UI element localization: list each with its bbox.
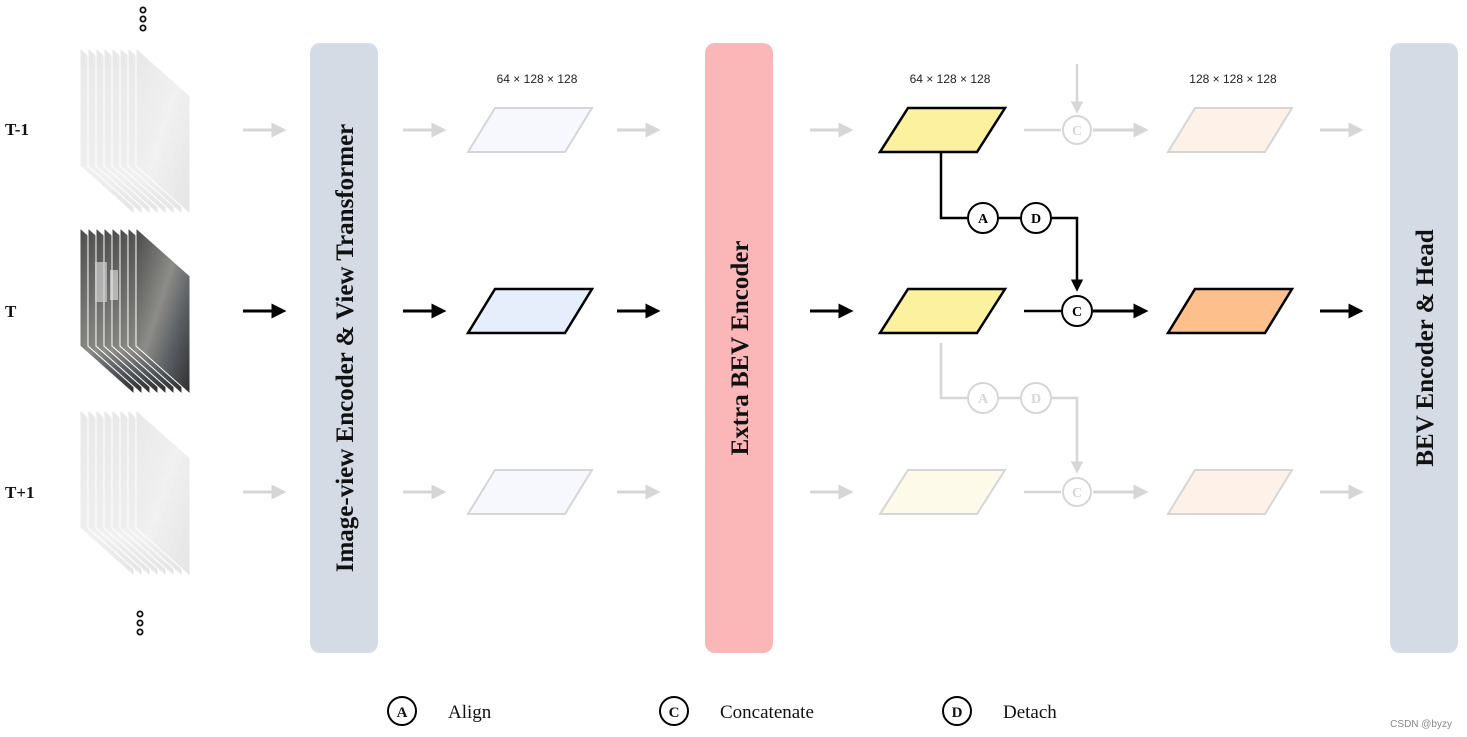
feature-map-t-extra xyxy=(877,287,1008,335)
dim-label-encoder-out: 64 × 128 × 128 xyxy=(497,72,578,86)
legend-align-icon xyxy=(387,696,417,726)
legend-detach: D Detach xyxy=(942,696,1057,726)
extra-bev-encoder-block xyxy=(705,43,773,653)
top-ellipsis-icon xyxy=(139,6,147,32)
detach-op-top-letter: D xyxy=(1031,212,1041,227)
feature-map-t-plus-1-extra xyxy=(878,469,1007,515)
legend-align-letter: A xyxy=(397,705,408,721)
row-t-minus-1-flow xyxy=(243,64,1364,153)
legend-concatenate-label: Concatenate xyxy=(720,702,814,723)
align-detach-path-from-t-minus-1 xyxy=(939,152,1084,292)
align-op-top: A xyxy=(967,202,999,234)
row-label-t: T xyxy=(5,302,17,321)
align-op-bottom: A xyxy=(967,382,999,414)
feature-map-t-plus-1-concat xyxy=(1166,469,1294,515)
bottom-ellipsis-icon xyxy=(136,610,144,636)
detach-op-bottom-letter: D xyxy=(1031,392,1041,407)
row-t-flow xyxy=(243,287,1364,335)
dim-label-extra-out: 64 × 128 × 128 xyxy=(910,72,991,86)
concat-op-t-plus-1: C xyxy=(1062,477,1092,507)
align-op-top-letter: A xyxy=(978,212,989,227)
feature-map-t-minus-1-encoder xyxy=(466,107,594,153)
camera-stack-t-plus-1 xyxy=(79,408,191,578)
legend-concatenate-letter: C xyxy=(669,705,680,721)
legend: A Align C Concatenate D Detach xyxy=(387,696,1057,726)
concat-op-t-minus-1-letter: C xyxy=(1072,124,1082,139)
feature-map-t-plus-1-encoder xyxy=(466,469,594,515)
row-t-plus-1-flow xyxy=(243,469,1364,515)
encoder-block xyxy=(310,43,378,653)
concat-op-t-plus-1-letter: C xyxy=(1072,486,1082,501)
legend-align: A Align xyxy=(387,696,492,726)
bev-head-label: BEV Encoder & Head xyxy=(1412,229,1439,466)
legend-align-label: Align xyxy=(448,702,492,723)
extra-bev-encoder-label: Extra BEV Encoder xyxy=(727,241,754,456)
bev-head-block xyxy=(1390,43,1458,653)
concat-op-t-minus-1: C xyxy=(1062,115,1092,145)
legend-concatenate-icon xyxy=(659,696,689,726)
dim-label-concat-out: 128 × 128 × 128 xyxy=(1189,72,1277,86)
encoder-block-label: Image-view Encoder & View Transformer xyxy=(332,124,359,573)
align-detach-path-to-t-plus-1 xyxy=(939,343,1084,474)
legend-concatenate: C Concatenate xyxy=(659,696,814,726)
camera-stack-t-minus-1 xyxy=(79,46,191,216)
legend-detach-letter: D xyxy=(952,705,963,721)
feature-map-t-minus-1-extra xyxy=(877,106,1008,154)
feature-map-t-concat xyxy=(1165,287,1295,335)
detach-op-top: D xyxy=(1020,202,1052,234)
legend-detach-icon xyxy=(942,696,972,726)
concat-op-t-letter: C xyxy=(1072,305,1082,320)
concat-op-t: C xyxy=(1061,295,1093,327)
feature-map-t-minus-1-concat xyxy=(1166,107,1294,153)
row-label-t-minus-1: T-1 xyxy=(5,120,29,139)
row-label-t-plus-1: T+1 xyxy=(5,483,35,502)
legend-detach-label: Detach xyxy=(1003,702,1057,723)
align-op-bottom-letter: A xyxy=(978,392,989,407)
feature-map-t-encoder xyxy=(465,287,595,335)
detach-op-bottom: D xyxy=(1020,382,1052,414)
watermark: CSDN @byzy xyxy=(1390,719,1452,730)
camera-stack-t xyxy=(79,226,191,396)
